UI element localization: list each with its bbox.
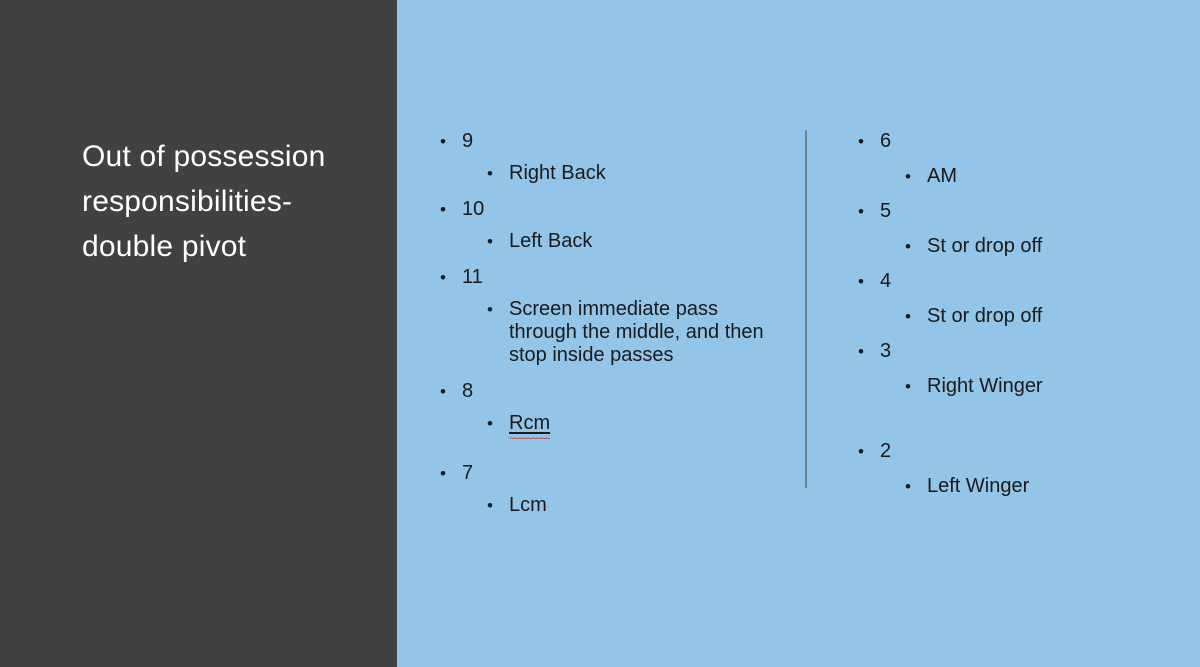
list-item-text: 4 (880, 270, 892, 292)
list-item-text: 6 (880, 130, 892, 152)
list-item-text: Left Winger (927, 475, 1030, 497)
list-item-text: 3 (880, 340, 892, 362)
list-spacer (430, 435, 770, 449)
list-item: •4 (848, 270, 1183, 293)
list-item-text: St or drop off (927, 305, 1043, 327)
list-item: •5 (848, 200, 1183, 223)
bullet-icon: • (858, 442, 864, 461)
bullet-icon: • (905, 307, 911, 326)
list-item-text: Right Winger (927, 375, 1043, 397)
bullet-icon: • (905, 377, 911, 396)
bullet-icon: • (905, 237, 911, 256)
bullet-icon: • (858, 132, 864, 151)
list-item: •9 (430, 130, 770, 153)
list-item-text: 5 (880, 200, 892, 222)
bullet-icon: • (440, 382, 446, 401)
list-item: •7 (430, 462, 770, 485)
bullet-icon: • (487, 232, 493, 251)
column-divider (805, 130, 807, 488)
list-item-text: St or drop off (927, 235, 1043, 257)
bullet-icon: • (858, 342, 864, 361)
list-item-text: Rcm (509, 412, 550, 444)
list-item-text: 11 (462, 266, 483, 288)
list-item: • Rcm (430, 412, 770, 444)
list-item: • AM (848, 165, 1183, 188)
bullet-icon: • (487, 164, 493, 183)
list-item-text: Left Back (509, 230, 593, 252)
bullet-list-right: •6•AM•5•St or drop off•4•St or drop off•… (848, 130, 1183, 498)
list-item: • St or drop off (848, 305, 1183, 328)
title-panel: Out of possession responsibilities- doub… (0, 0, 397, 667)
list-item: • Left Back (430, 230, 770, 253)
list-item-text: Right Back (509, 162, 606, 184)
content-area: •9•Right Back•10•Left Back•11•Screen imm… (397, 0, 1200, 667)
list-item-text: 7 (462, 462, 474, 484)
bullet-icon: • (440, 132, 446, 151)
list-item: • 11 (430, 266, 770, 289)
list-item: •3 (848, 340, 1183, 363)
list-item: • Right Winger (848, 375, 1183, 398)
list-item-text: Lcm (509, 494, 547, 516)
list-item-text: 2 (880, 440, 892, 462)
list-spacer (848, 398, 1183, 428)
list-item-text: Screen immediate pass through the middle… (509, 298, 764, 366)
bullet-icon: • (440, 464, 446, 483)
bullet-icon: • (487, 300, 493, 319)
list-item: • Screen immediate pass through the middl… (430, 298, 770, 367)
list-item-text: AM (927, 165, 957, 187)
bullet-icon: • (487, 414, 493, 433)
slide-title: Out of possession responsibilities- doub… (82, 140, 326, 263)
list-item: • Right Back (430, 162, 770, 185)
bullet-icon: • (905, 477, 911, 496)
bullet-icon: • (905, 167, 911, 186)
list-item: •2 (848, 440, 1183, 463)
list-item-text: 10 (462, 198, 485, 220)
bullet-icon: • (440, 200, 446, 219)
list-item: •8 (430, 380, 770, 403)
list-item: • Left Winger (848, 475, 1183, 498)
list-item-text: 8 (462, 380, 474, 402)
list-item: • St or drop off (848, 235, 1183, 258)
list-item: • 10 (430, 198, 770, 221)
bullet-icon: • (858, 272, 864, 291)
list-item: •6 (848, 130, 1183, 153)
list-item: • Lcm (430, 494, 770, 517)
bullet-icon: • (858, 202, 864, 221)
bullet-list-left: •9•Right Back•10•Left Back•11•Screen imm… (430, 130, 770, 517)
list-item-text: 9 (462, 130, 474, 152)
bullet-icon: • (440, 268, 446, 287)
bullet-icon: • (487, 496, 493, 515)
